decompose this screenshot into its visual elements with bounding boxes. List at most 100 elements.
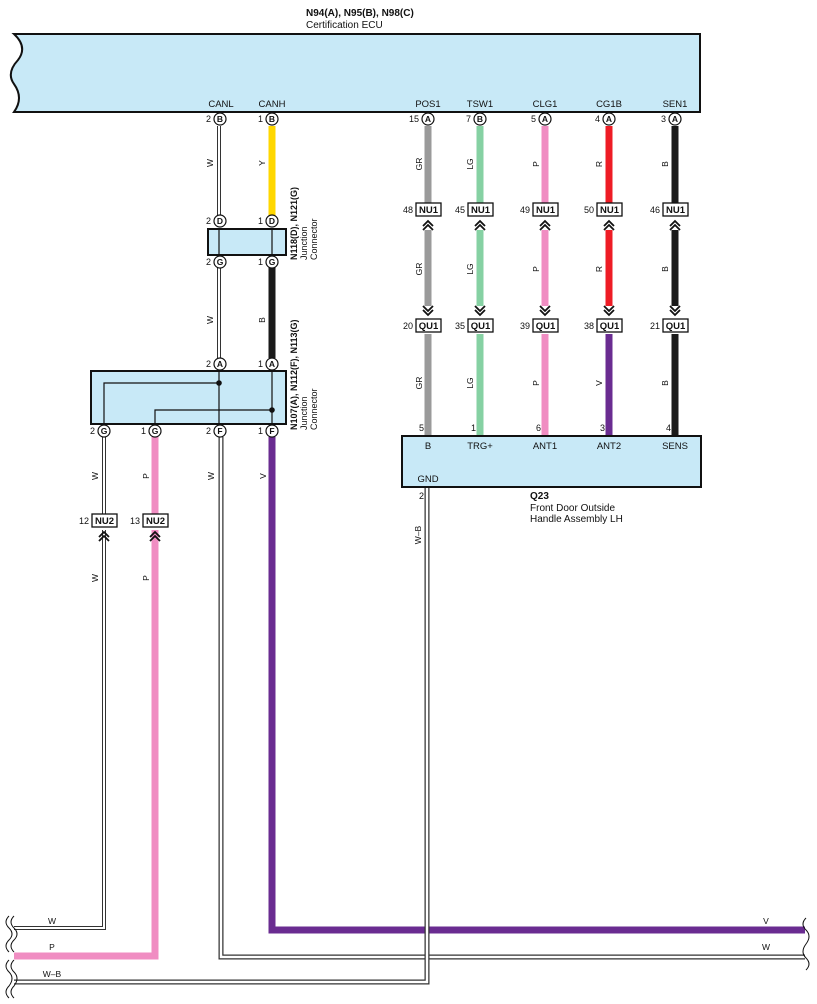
nu2-white-pin: 12 [79,516,89,526]
nu1-clg1-pin: 49 [520,205,530,215]
junction-2-name1: Junction [299,396,309,430]
junction-2-name2: Connector [309,388,319,430]
j2-top-pin-1-conn: A [217,359,223,369]
wire-code-pos1-1: GR [414,158,424,171]
nu2-pink-label: NU2 [146,516,165,527]
bus-right-w-label: W [762,942,770,952]
ecu-pin-canl-signal: CANL [208,99,233,110]
wire-code-nu2-w-1: W [90,472,100,480]
handle-pin-trg-num: 1 [471,423,476,433]
ecu-pin-canh-num: 1 [258,114,263,124]
junction-1-code: N118(D), N121(G) [289,187,299,260]
j1-top-pin-2-conn: D [269,216,275,226]
handle-pin-trg-signal: TRG+ [467,441,493,452]
ecu-pins: B 2 B 1 A 15 B 7 A 5 A 4 A 3 [206,112,682,126]
junction-1-label: N118(D), N121(G) Junction Connector [289,187,319,260]
qu1-cg1b-pin: 38 [584,321,594,331]
wire-code-cg1b-3: V [594,380,604,386]
nu1-sen1-pin: 46 [650,205,660,215]
front-door-handle-box [401,435,702,488]
junction-1-pins: D 2 D 1 G 2 G 1 [206,214,279,269]
right-break-marks [802,917,810,971]
qu1-pos1-pin: 20 [403,321,413,331]
j1-top-pin-1-conn: D [217,216,223,226]
wire-code-canl-lower: W [205,316,215,324]
junction-connector-2-box [90,370,287,425]
ecu-pin-cg1b-num: 4 [595,114,600,124]
junction-2-code: N107(A), N112(F), N113(G) [289,319,299,430]
qu1-cg1b-label: QU1 [600,321,620,332]
ecu-name: Certification ECU [306,20,383,31]
gnd-wire [14,488,430,985]
wire-code-sen1-2: B [660,266,670,272]
wire-code-nu2-w-2: W [90,574,100,582]
j2-bottom-pin-3-conn: F [217,426,222,436]
wire-code-tsw1-1: LG [465,158,475,169]
junction-2-pins: A 2 A 1 G 2 G 1 F 2 F 1 [90,357,279,438]
ecu-pin-sen1-conn: A [672,114,678,124]
handle-gnd-signal: GND [417,474,438,485]
j2-bottom-pin-4-num: 1 [258,426,263,436]
nu1-connectors: NU1 48 NU1 45 NU1 49 NU1 50 NU1 46 [403,202,689,231]
handle-pin-ant1-signal: ANT1 [533,441,557,452]
wire-code-tsw1-3: LG [465,377,475,388]
ecu-pin-canh-conn: B [269,114,275,124]
wire-code-pos1-3: GR [414,377,424,390]
qu1-clg1-pin: 39 [520,321,530,331]
nu1-tsw1-pin: 45 [455,205,465,215]
wire-code-canl-upper: W [205,159,215,167]
handle-pin-sens-num: 4 [666,423,671,433]
handle-pin-ant2-signal: ANT2 [597,441,621,452]
qu1-connectors: QU1 20 QU1 35 QU1 39 QU1 38 QU1 21 [403,305,689,333]
wire-code-canh-black: B [257,317,267,323]
left-break-marks [5,915,18,999]
ecu-pin-canh-signal: CANH [259,99,286,110]
ecu-pin-pos1-conn: A [425,114,431,124]
junction-1-name2: Connector [309,218,319,260]
wire-code-clg1-2: P [531,266,541,272]
wire-code-sen1-1: B [660,161,670,167]
wire-code-cg1b-1: R [594,161,604,167]
ecu-pin-tsw1-conn: B [477,114,483,124]
handle-gnd-num: 2 [419,491,424,501]
j1-bottom-pin-1-conn: G [217,257,224,267]
wire-code-cg1b-2: R [594,266,604,272]
j1-bottom-pin-1-num: 2 [206,257,211,267]
j2-bottom-pin-2-num: 1 [141,426,146,436]
handle-name-line2: Handle Assembly LH [530,514,623,525]
handle-code: Q23 [530,491,549,502]
ecu-pin-tsw1-signal: TSW1 [467,99,493,110]
wire-code-gnd: W–B [413,525,423,544]
wire-code-nu2-p-2: P [141,575,151,581]
junction-2-label: N107(A), N112(F), N113(G) Junction Conne… [289,319,319,430]
nu2-connectors: NU2 12 NU2 13 [79,513,169,542]
wire-code-sen1-3: B [660,380,670,386]
qu1-tsw1-label: QU1 [471,321,491,332]
bus-left-wb-label: W–B [43,969,62,979]
j2-bottom-pin-2-conn: G [152,426,159,436]
ecu-pin-pos1-signal: POS1 [415,99,440,110]
certification-ecu-box [9,33,701,113]
wire-color-codes: W W Y B GR GR GR LG LG LG P P P R R V B … [90,158,670,582]
j2-top-pin-2-conn: A [269,359,275,369]
handle-pin-ant2-num: 3 [600,423,605,433]
nu1-cg1b-label: NU1 [600,205,620,216]
qu1-sen1-pin: 21 [650,321,660,331]
j2-bottom-pin-3-num: 2 [206,426,211,436]
qu1-sen1-label: QU1 [666,321,686,332]
nu1-clg1-label: NU1 [536,205,556,216]
handle-pin-b-num: 5 [419,423,424,433]
bus-right-v-label: V [763,916,769,926]
j1-top-pin-1-num: 2 [206,216,211,226]
bus-left-w-label: W [48,916,56,926]
ecu-pin-pos1-num: 15 [409,114,419,124]
ecu-pin-cg1b-conn: A [606,114,612,124]
wire-code-clg1-3: P [531,380,541,386]
nu1-sen1-label: NU1 [666,205,686,216]
nu1-cg1b-pin: 50 [584,205,594,215]
wire-code-f-w: W [206,472,216,480]
f-white-bus-wire [218,437,805,960]
handle-name-line1: Front Door Outside [530,503,615,514]
wire-code-clg1-1: P [531,161,541,167]
